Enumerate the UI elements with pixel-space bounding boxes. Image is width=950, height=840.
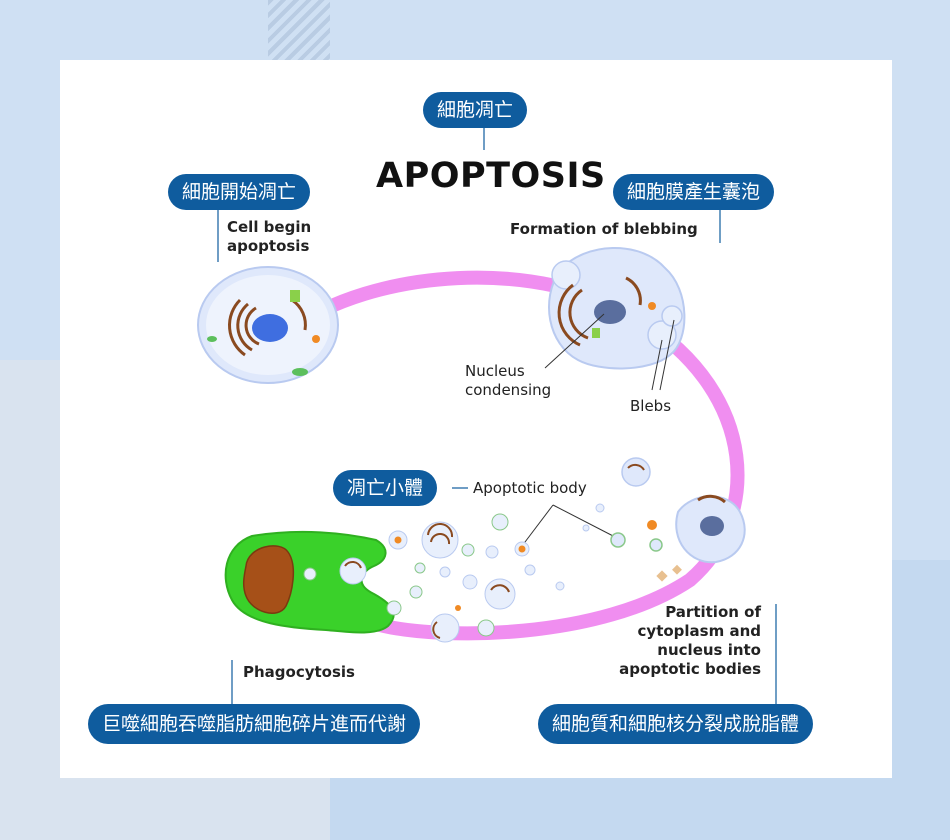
macrophage-nucleus — [242, 545, 295, 614]
nucleus-pointer — [544, 313, 605, 369]
pathway-arc — [283, 270, 745, 641]
pill-apoptotic-body: 凋亡小體 — [333, 470, 438, 506]
blebs-pointer-2 — [659, 319, 675, 391]
label-partition-line1: Partition of — [665, 603, 761, 621]
blebbing-cell — [548, 247, 686, 370]
label-apoptotic-body: Apoptotic body — [473, 479, 587, 497]
apoptotic-body-pointer-2 — [552, 504, 618, 539]
pill-partition: 細胞質和細胞核分裂成脫脂體 — [538, 704, 814, 744]
label-phagocytosis: Phagocytosis — [243, 663, 355, 681]
cell-nucleus — [252, 314, 288, 342]
label-nucleus-line2: condensing — [465, 381, 552, 399]
condensed-nucleus — [594, 300, 626, 324]
label-partition-line4: apoptotic bodies — [619, 660, 761, 678]
healthy-cell — [197, 266, 339, 384]
label-cell-begin-line2: apoptosis — [227, 237, 310, 255]
apoptotic-bodies — [388, 503, 605, 643]
label-blebs: Blebs — [630, 397, 672, 415]
background-stripes — [268, 0, 330, 60]
pill-apoptosis: 細胞凋亡 — [423, 92, 528, 128]
apoptotic-body-pointer-1 — [521, 504, 554, 547]
label-cell-begin: Cell begin apoptosis — [227, 218, 311, 256]
partitioning-cell — [610, 457, 746, 582]
label-blebbing: Formation of blebbing — [510, 220, 698, 238]
label-nucleus-condensing: Nucleus condensing — [465, 362, 551, 400]
label-partition-line3: nucleus into — [657, 641, 761, 659]
pill-phagocytosis: 巨噬細胞吞噬脂肪細胞碎片進而代謝 — [88, 704, 421, 744]
macrophage — [224, 530, 402, 634]
pill-blebbing: 細胞膜產生囊泡 — [613, 174, 775, 210]
pill-cell-begin: 細胞開始凋亡 — [168, 174, 311, 210]
label-partition-line2: cytoplasm and — [637, 622, 761, 640]
label-nucleus-line1: Nucleus — [465, 362, 525, 380]
diagram-title: APOPTOSIS — [376, 156, 606, 196]
label-cell-begin-line1: Cell begin — [227, 218, 312, 236]
label-partition: Partition of cytoplasm and nucleus into … — [604, 603, 761, 679]
blebs-pointer-1 — [651, 339, 663, 391]
